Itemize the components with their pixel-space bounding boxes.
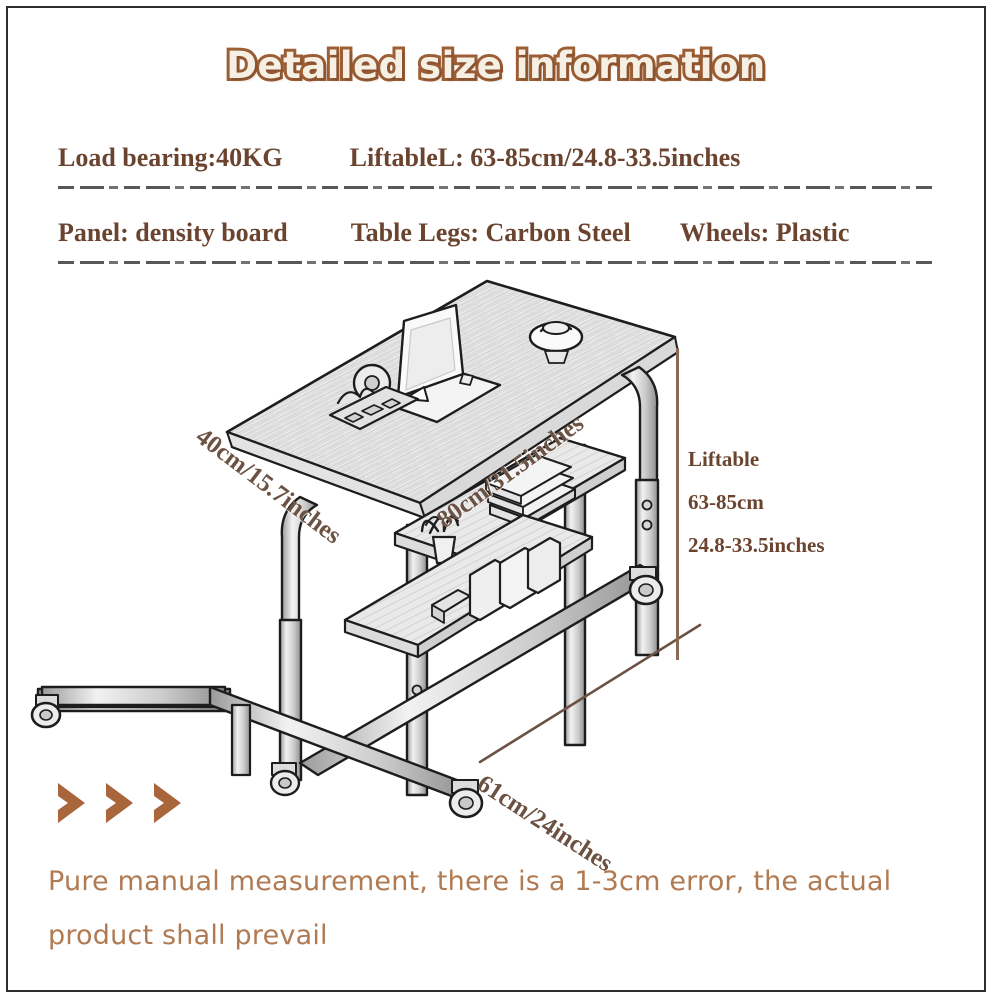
page-title-text: Detailed size information	[223, 41, 768, 90]
laptop-screen-inner	[405, 317, 456, 391]
spec-load-bearing: Load bearing:40KG	[58, 143, 283, 172]
chevron-right-icon-3	[154, 783, 181, 823]
mug-rim	[542, 321, 570, 335]
leg-adjust-hole-r1	[641, 499, 653, 511]
disclaimer-note: Pure manual measurement, there is a 1-3c…	[48, 866, 892, 951]
caster-wheels	[30, 566, 664, 819]
liftable-cm: 63-85cm	[688, 490, 764, 514]
laptop-hinge-right	[459, 373, 474, 386]
mug-saucer	[544, 350, 569, 364]
leg-adjust-hole-r2	[641, 519, 653, 531]
spec-wheels: Wheels: Plastic	[679, 218, 850, 247]
wheel-front-left	[30, 694, 62, 729]
spec-divider-1	[58, 186, 936, 189]
desk-tray-contents	[344, 398, 401, 423]
spec-liftable-range: LiftableL: 63-85cm/24.8-33.5inches	[349, 143, 741, 172]
base-foot-bar	[40, 685, 227, 707]
leg-left-front-lower	[278, 618, 303, 782]
spec-table-legs: Table Legs: Carbon Steel	[350, 218, 631, 247]
spec-divider-2	[58, 261, 936, 264]
chevron-right-icon-1	[58, 783, 85, 823]
chevron-arrows	[52, 780, 190, 826]
stretcher-bar	[230, 703, 252, 777]
base-rail-right	[298, 563, 660, 777]
spec-panel: Panel: density board	[58, 218, 288, 247]
wheel-rear-right	[628, 566, 664, 606]
liftable-measure-line	[676, 348, 679, 660]
liftable-label: Liftable	[688, 447, 760, 471]
wheel-rear-left	[269, 762, 301, 797]
desk-illustration	[0, 275, 992, 835]
liftable-inches: 24.8-33.5inches	[688, 533, 825, 557]
spec-row-2: Panel: density board Table Legs: Carbon …	[58, 218, 938, 248]
lower-shelf-items	[431, 536, 562, 624]
page-title: Detailed size information	[0, 41, 992, 90]
dim-line-length	[478, 623, 702, 764]
desk-drawing	[30, 279, 702, 819]
wheel-front-right	[448, 779, 484, 819]
chevron-right-icon-2	[106, 783, 133, 823]
spec-row-1: Load bearing:40KG LiftableL: 63-85cm/24.…	[58, 143, 938, 173]
leg-mid-rear	[405, 523, 429, 797]
